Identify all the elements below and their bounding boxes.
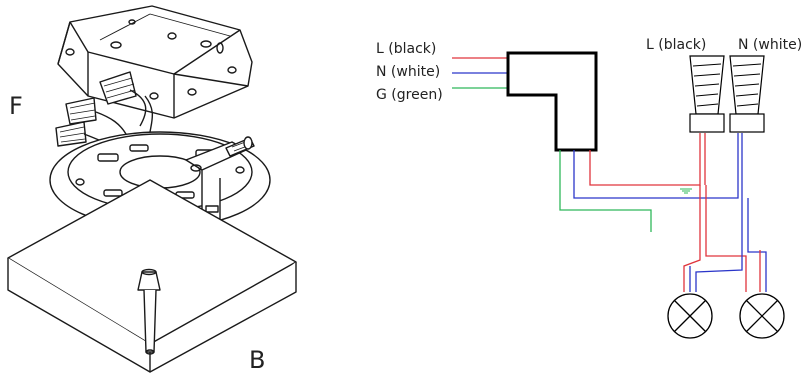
input-label-neutral: N (white) [376, 64, 441, 80]
input-label-line: L (black) [376, 41, 437, 57]
lamp-symbol-2 [739, 293, 785, 339]
output-wires [559, 133, 767, 292]
input-wires [452, 57, 510, 89]
label-f: F [9, 92, 23, 120]
label-b: B [249, 346, 266, 374]
input-label-ground: G (green) [376, 87, 443, 103]
connector-neutral [729, 55, 765, 133]
ground-symbol [680, 188, 692, 194]
wire-nuts [55, 71, 154, 151]
lamp-symbol-1 [667, 293, 713, 339]
wire-connectors [689, 55, 765, 133]
cable-elbow [506, 51, 598, 152]
connector-line [689, 55, 725, 133]
connector-label-line: L (black) [646, 37, 707, 53]
lamps [667, 293, 785, 339]
canopy-base [7, 179, 297, 373]
connector-label-neutral: N (white) [738, 37, 803, 53]
